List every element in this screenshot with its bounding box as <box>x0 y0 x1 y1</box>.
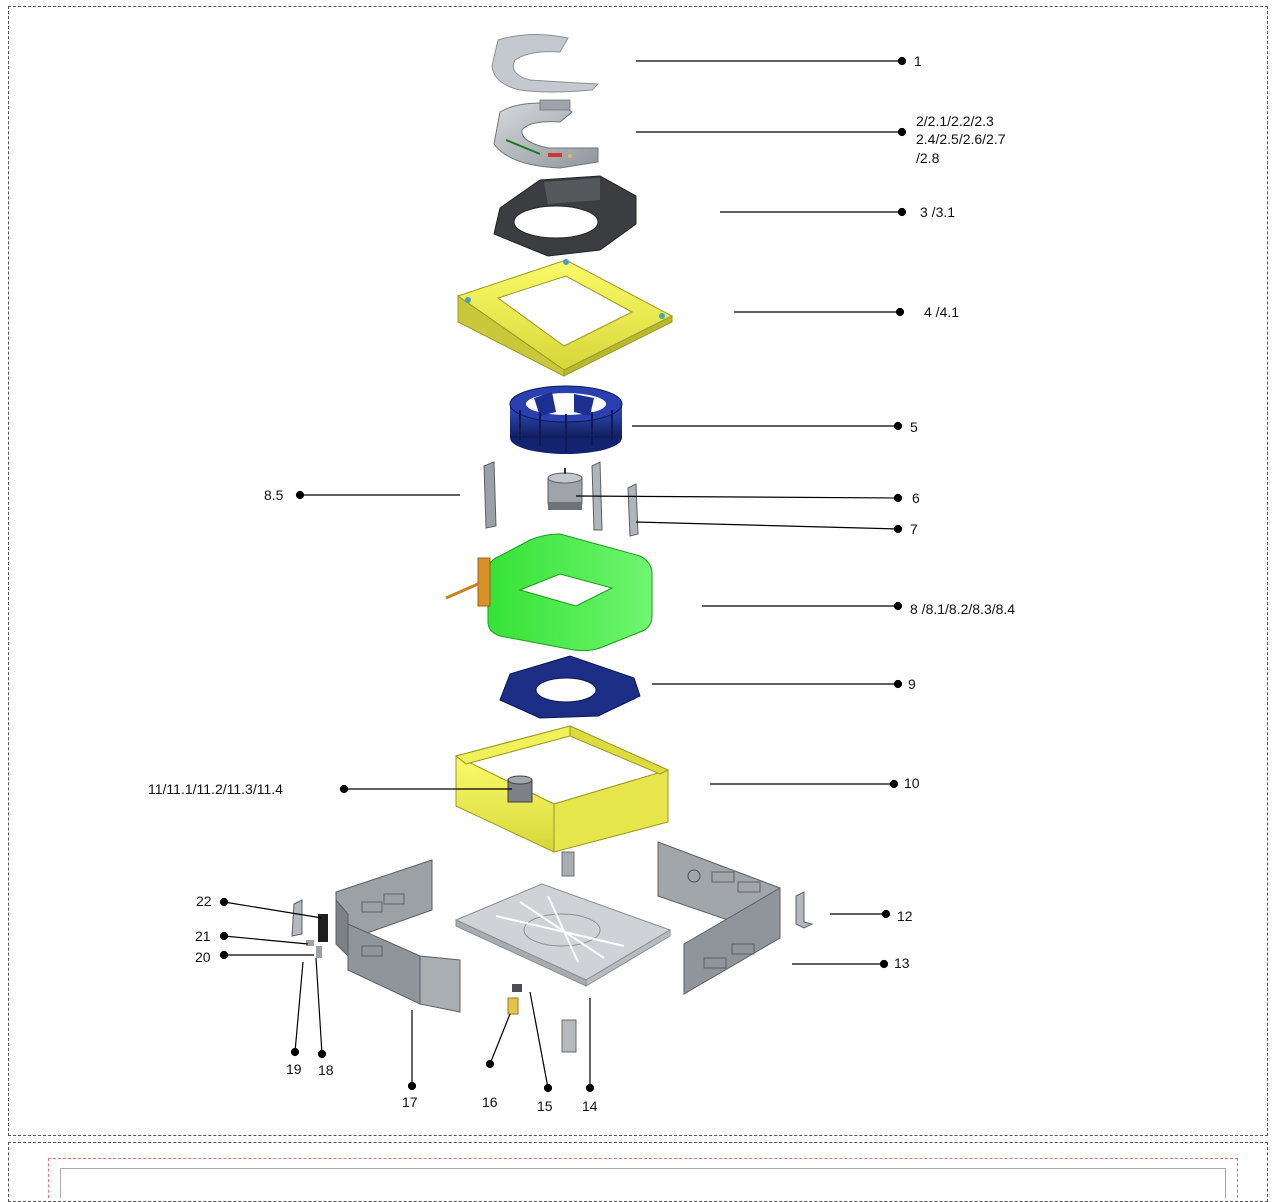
grey-inner-frame <box>60 1168 1226 1198</box>
label-2-line1: 2/2.1/2.2/2.3 <box>916 113 994 129</box>
label-1: 1 <box>914 53 922 69</box>
part-18-22-hardware <box>291 899 328 958</box>
label-5: 5 <box>910 419 918 435</box>
part-11-drain-pump <box>507 775 533 803</box>
label-3: 3 /3.1 <box>920 204 955 220</box>
label-13: 13 <box>894 955 910 971</box>
leader-lines <box>219 56 907 1093</box>
label-2-line2: 2.4/2.5/2.6/2.7 <box>916 131 1006 147</box>
label-18: 18 <box>318 1062 334 1078</box>
part-12-bracket <box>795 891 814 929</box>
label-16: 16 <box>482 1094 498 1110</box>
label-22: 22 <box>196 893 212 909</box>
label-7: 7 <box>910 521 918 537</box>
part-8-heat-exchanger <box>445 533 653 652</box>
label-4: 4 /4.1 <box>924 304 959 320</box>
part-8-5-bracket <box>483 461 497 529</box>
part-15-16-sensors <box>507 984 522 1015</box>
exploded-parts-diagram: 1 2/2.1/2.2/2.3 2.4/2.5/2.6/2.7 /2.8 3 /… <box>148 33 1015 1114</box>
label-6: 6 <box>912 490 920 506</box>
label-9: 9 <box>908 676 916 692</box>
part-4-upper-frame <box>456 259 674 377</box>
label-11: 11/11.1/11.2/11.3/11.4 <box>148 781 283 797</box>
label-12: 12 <box>897 908 913 924</box>
part-13-right-panels <box>657 841 781 995</box>
part-17-left-panels <box>335 859 461 1013</box>
part-6-motor <box>547 468 583 510</box>
label-15: 15 <box>537 1098 553 1114</box>
part-5-fan <box>509 385 623 454</box>
part-labels: 1 2/2.1/2.2/2.3 2.4/2.5/2.6/2.7 /2.8 3 /… <box>148 53 1015 1114</box>
label-2-line3: /2.8 <box>916 150 940 166</box>
part-2-control-box <box>493 99 599 169</box>
label-21: 21 <box>195 928 211 944</box>
part-9-base-plate <box>499 655 641 719</box>
part-10-lower-frame <box>454 725 670 853</box>
part-3-drain-pan <box>493 175 637 257</box>
label-14: 14 <box>582 1098 598 1114</box>
part-14-center-plate <box>454 883 672 1053</box>
label-20: 20 <box>195 949 211 965</box>
label-19: 19 <box>286 1061 302 1077</box>
diagram-frame <box>8 6 1268 1136</box>
part-7-motor-bracket <box>591 461 639 537</box>
label-8: 8 /8.1/8.2/8.3/8.4 <box>910 601 1015 617</box>
label-17: 17 <box>402 1094 418 1110</box>
label-10: 10 <box>904 775 920 791</box>
part-pipe-stub <box>561 851 575 877</box>
label-8-5: 8.5 <box>264 487 284 503</box>
part-1-top-cover <box>491 33 600 93</box>
